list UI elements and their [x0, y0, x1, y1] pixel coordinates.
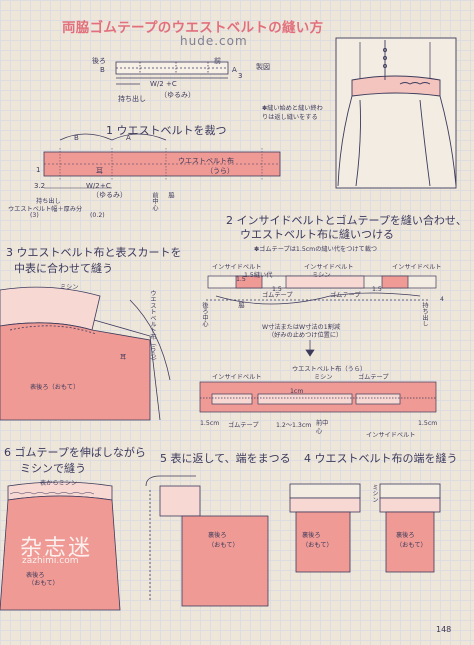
- step3-fabric: ウエストベルト布（うら）: [149, 290, 156, 365]
- corner-watermark-url: zazhimi.com: [22, 556, 79, 566]
- step5-omote: （おもて）: [208, 542, 239, 549]
- step1-mimi: 耳: [96, 167, 103, 175]
- step2-waki: 脇: [237, 302, 244, 309]
- step3-mishin: ミシン: [60, 284, 79, 291]
- step1-mochidashi: 持ち出し: [36, 198, 61, 205]
- step6-label: 6 ゴムテープを伸ばしながら: [4, 446, 146, 459]
- step2-dim2: 1cm: [290, 388, 304, 395]
- step5-label: 5 表に返して、端をまつる: [160, 452, 291, 465]
- step2-inside-belt-c: インサイドベルト: [366, 432, 416, 439]
- step2-a4: 4: [440, 296, 444, 303]
- step2-mishin-b: ミシン: [314, 374, 333, 381]
- corner-watermark: 杂志迷: [20, 536, 93, 561]
- step2-label: 2 インサイドベルトとゴムテープを縫い合わせ、: [226, 214, 467, 227]
- step6-label2: ミシンで縫う: [20, 462, 86, 475]
- step2-inside-belt-b1: インサイドベルト: [212, 374, 262, 381]
- step2-note: ✽ゴムテープは1.5cmの縫い代をつけて裁つ: [254, 246, 378, 253]
- step2-a3: 1.5: [372, 286, 382, 293]
- step2-w-note2: （好みの止めつけ位置に）: [268, 332, 343, 339]
- step1-three: (3): [30, 212, 39, 219]
- fig0-front: 前: [214, 57, 221, 65]
- fig0-three: 3: [238, 72, 243, 80]
- step5-ura: 裏後ろ: [208, 532, 227, 539]
- skirt-illustration: [335, 37, 457, 189]
- step4-omote: （おもて）: [302, 542, 333, 549]
- step1-thickness: ウエストベルト幅＋厚み分: [8, 206, 83, 213]
- fig0-plus-c: +C: [166, 80, 177, 88]
- step3-omote: 表後ろ（おもて）: [30, 384, 80, 391]
- step1-a: A: [126, 134, 131, 142]
- step3-label: 3 ウエストベルト布と表スカートを: [6, 246, 182, 259]
- step2-a1: 1.5: [236, 276, 246, 283]
- fig0-w2: W/2: [150, 80, 164, 88]
- step4-label: 4 ウエストベルト布の端を縫う: [304, 452, 458, 465]
- step2-gomu-2: ゴムテープ: [330, 292, 361, 299]
- step5-diagram: [145, 475, 269, 607]
- step2-mishin: ミシン: [312, 272, 331, 279]
- step1-b: B: [74, 134, 79, 142]
- step1-yutori: （ゆるみ）: [92, 191, 127, 199]
- step3-mimi: 耳: [120, 354, 127, 361]
- step1-one: 1: [36, 166, 41, 174]
- top-watermark: hude.com: [180, 34, 248, 48]
- fig0-back: 後ろ: [92, 57, 106, 65]
- step4-ura: 裏後ろ: [302, 532, 321, 539]
- step1-dims: 3.2: [34, 182, 46, 190]
- fig0-a: A: [232, 66, 237, 74]
- step2-inside-belt-3: インサイドベルト: [392, 264, 442, 271]
- step6-omote: （おもて）: [28, 580, 59, 587]
- step1-plus-c: +C: [100, 182, 111, 190]
- step2-mae: 前中心: [316, 420, 329, 435]
- page-title: 両脇ゴムテープのウエストベルトの縫い方: [62, 20, 324, 36]
- step1-belt-diagram: [43, 133, 281, 189]
- construction-diagram: [115, 61, 229, 85]
- step2-ushiro-chushin: 後ろ中心: [201, 302, 208, 327]
- step2-dim1b: 1.5cm: [418, 420, 438, 427]
- step6-kara: 表からミシン: [40, 480, 78, 487]
- step4-omote-2: （おもて）: [396, 542, 427, 549]
- step4-diagram: [289, 483, 441, 573]
- step2-gom-tape-diagram: [199, 275, 437, 413]
- step2-dim1: 1.5cm: [200, 420, 220, 427]
- step1-fabric-back: （うら）: [206, 167, 234, 175]
- step2-fabric: ウエストベルト布（うら）: [292, 366, 367, 373]
- step4-mishin: ミシン: [371, 484, 378, 503]
- fig0-mochidashi: 持ち出し: [118, 95, 146, 103]
- step2-nuishiro: 1.5縫い代: [244, 272, 273, 279]
- step2-mochidashi: 持ち出し: [421, 302, 428, 327]
- step2-label2: ウエストベルト布に縫いつける: [240, 228, 394, 241]
- step6-diagram: [0, 481, 121, 611]
- step1-w: W/2: [86, 182, 100, 190]
- step2-inside-belt-2: インサイドベルト: [304, 264, 354, 271]
- step2-inside-belt: インサイドベルト: [212, 264, 262, 271]
- step1-fabric: ウエストベルト布: [178, 157, 234, 165]
- page-number: 148: [436, 625, 452, 634]
- step2-gomu-b: ゴムテープ: [358, 374, 389, 381]
- step2-a2: 1.5: [272, 286, 282, 293]
- step1-mae-chushin: 前中心: [151, 192, 158, 211]
- step2-gomu: ゴムテープ: [262, 292, 293, 299]
- fig0-seizu: 製図: [256, 63, 270, 71]
- step6-ura: 表後ろ: [26, 572, 45, 579]
- fig0-yutori: （ゆるみ）: [160, 91, 195, 99]
- step3-sewing-diagram: [0, 286, 171, 421]
- step2-gomu-c: ゴムテープ: [228, 422, 259, 429]
- fig0-b: B: [100, 66, 105, 74]
- step3-label2: 中表に合わせて縫う: [14, 262, 113, 275]
- step1-waki: 脇: [167, 192, 174, 199]
- step2-dim3: 1.2〜1.3cm: [276, 422, 312, 429]
- step4-ura-2: 裏後ろ: [396, 532, 415, 539]
- step1-thickness-val: (0.2): [90, 212, 105, 219]
- fig0-note: ✽縫い始めと縫い終わりは返し縫いをする: [262, 105, 323, 121]
- step1-label: 1 ウエストベルトを裁つ: [106, 124, 227, 137]
- step2-w-note: W寸法またはW寸法の1割減: [262, 324, 341, 331]
